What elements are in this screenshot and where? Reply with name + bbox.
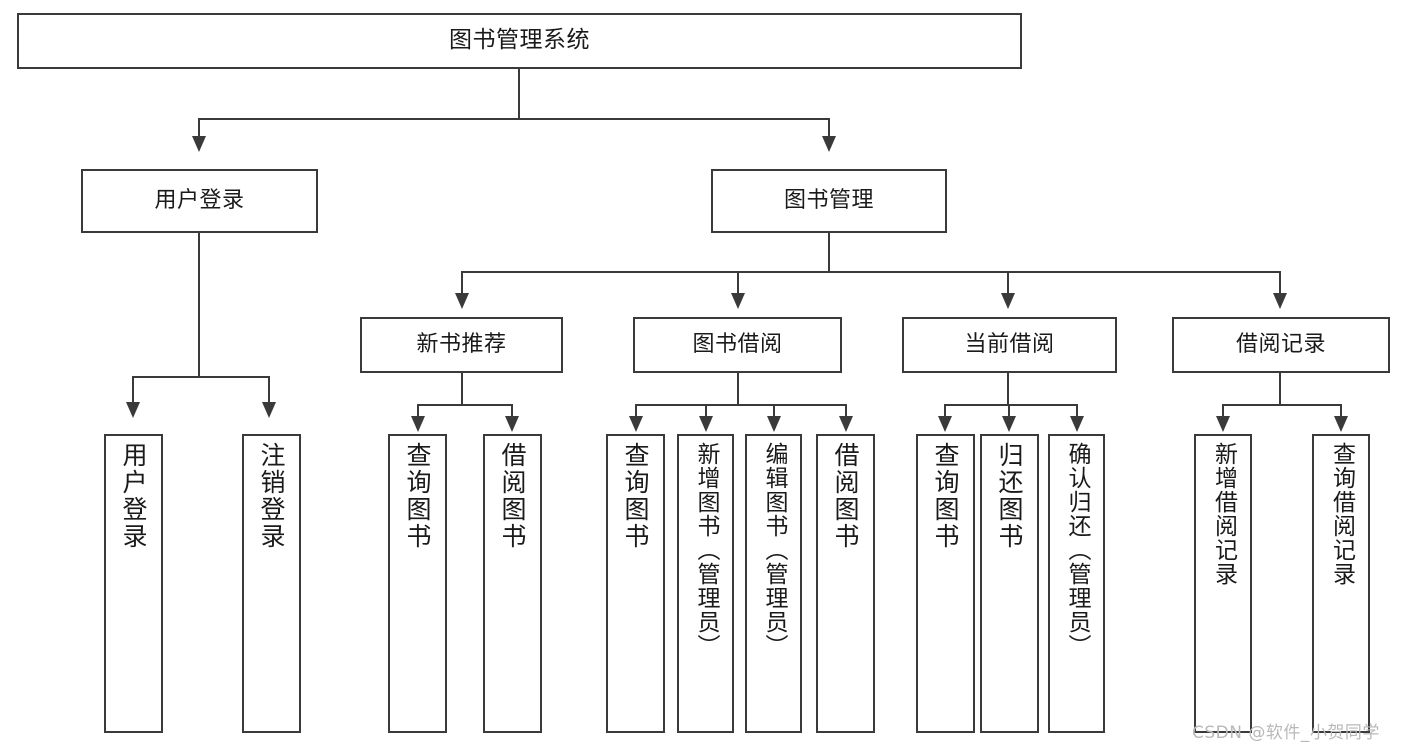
- arrowhead-leaf-return-book: [1002, 416, 1016, 432]
- connector-book-manage-bus: [461, 271, 1279, 273]
- arrowhead-borrow-record: [1273, 293, 1287, 309]
- connector-book-manage-stem: [828, 233, 830, 273]
- connector-current-borrow-bus: [944, 404, 1078, 406]
- connector-root-to-user-login: [198, 118, 200, 138]
- connector-borrow-record-bus: [1222, 404, 1341, 406]
- arrowhead-current-borrow: [1001, 293, 1015, 309]
- arrowhead-leaf-confirm-return: [1070, 416, 1084, 432]
- node-label: 查询图书: [621, 442, 650, 550]
- node-leaf-query-book-3[interactable]: 查询图书: [916, 434, 975, 733]
- connector-to-borrow-record: [1279, 271, 1281, 295]
- arrowhead-book-manage: [822, 136, 836, 152]
- node-new-book-rec[interactable]: 新书推荐: [360, 317, 563, 373]
- connector-book-borrow-bus: [635, 404, 847, 406]
- node-leaf-return-book[interactable]: 归还图书: [980, 434, 1039, 733]
- connector-user-login-stem: [198, 233, 200, 378]
- connector-book-borrow-stem: [737, 373, 739, 406]
- node-leaf-add-book[interactable]: 新增图书（管理员）: [677, 434, 734, 733]
- node-label: 新增图书（管理员）: [693, 442, 719, 658]
- node-leaf-add-record[interactable]: 新增借阅记录: [1194, 434, 1252, 733]
- connector-to-leaf-query-book-2: [635, 404, 637, 418]
- node-label: 图书借阅: [692, 332, 783, 358]
- arrowhead-leaf-add-book: [699, 416, 713, 432]
- node-label: 借阅图书: [498, 442, 527, 550]
- arrowhead-leaf-query-book-3: [938, 416, 952, 432]
- node-leaf-borrow-book-1[interactable]: 借阅图书: [483, 434, 542, 733]
- arrowhead-leaf-add-record: [1216, 416, 1230, 432]
- connector-to-leaf-add-record: [1222, 404, 1224, 418]
- arrowhead-user-login: [192, 136, 206, 152]
- node-label: 借阅记录: [1235, 332, 1326, 358]
- connector-new-book-rec-stem: [461, 373, 463, 406]
- node-label: 用户登录: [154, 188, 245, 214]
- arrowhead-new-book-rec: [455, 293, 469, 309]
- node-leaf-query-book-2[interactable]: 查询图书: [606, 434, 665, 733]
- node-book-borrow[interactable]: 图书借阅: [633, 317, 842, 373]
- arrowhead-leaf-logout: [262, 402, 276, 418]
- connector-to-leaf-logout: [268, 376, 270, 404]
- node-label: 查询借阅记录: [1328, 442, 1355, 586]
- arrowhead-leaf-borrow-book-2: [839, 416, 853, 432]
- connector-to-new-book-rec: [461, 271, 463, 295]
- arrowhead-book-borrow: [731, 293, 745, 309]
- connector-root-to-book-manage: [828, 118, 830, 138]
- connector-to-leaf-confirm-return: [1076, 404, 1078, 418]
- node-leaf-borrow-book-2[interactable]: 借阅图书: [816, 434, 875, 733]
- node-borrow-record[interactable]: 借阅记录: [1172, 317, 1390, 373]
- node-label: 归还图书: [995, 442, 1024, 550]
- connector-to-leaf-user-login: [132, 376, 134, 404]
- connector-to-leaf-add-book: [705, 404, 707, 418]
- node-user-login[interactable]: 用户登录: [81, 169, 318, 233]
- node-label: 新书推荐: [416, 332, 507, 358]
- node-label: 借阅图书: [831, 442, 860, 550]
- node-leaf-query-book-1[interactable]: 查询图书: [388, 434, 447, 733]
- connector-root-stem: [518, 69, 520, 119]
- arrowhead-leaf-borrow-book-1: [505, 416, 519, 432]
- connector-to-current-borrow: [1007, 271, 1009, 295]
- node-label: 查询图书: [403, 442, 432, 550]
- connector-current-borrow-stem: [1007, 373, 1009, 406]
- node-leaf-query-record[interactable]: 查询借阅记录: [1312, 434, 1370, 733]
- arrowhead-leaf-query-book-2: [629, 416, 643, 432]
- node-book-manage[interactable]: 图书管理: [711, 169, 947, 233]
- connector-user-login-bus: [132, 376, 268, 378]
- node-label: 确认归还（管理员）: [1064, 442, 1090, 658]
- node-leaf-user-login[interactable]: 用户登录: [104, 434, 163, 733]
- node-label: 查询图书: [931, 442, 960, 550]
- connector-to-leaf-borrow-book-2: [845, 404, 847, 418]
- node-label: 用户登录: [119, 442, 148, 550]
- connector-to-leaf-query-book-3: [944, 404, 946, 418]
- node-label: 新增借阅记录: [1210, 442, 1237, 586]
- connector-to-book-borrow: [737, 271, 739, 295]
- connector-root-bus: [198, 118, 830, 120]
- arrowhead-leaf-user-login: [126, 402, 140, 418]
- arrowhead-leaf-edit-book: [767, 416, 781, 432]
- node-leaf-edit-book[interactable]: 编辑图书（管理员）: [745, 434, 802, 733]
- node-label: 注销登录: [257, 442, 286, 550]
- csdn-watermark: CSDN @软件_小贺同学: [1192, 723, 1380, 743]
- node-current-borrow[interactable]: 当前借阅: [902, 317, 1117, 373]
- connector-to-leaf-query-book-1: [417, 404, 419, 418]
- connector-borrow-record-stem: [1279, 373, 1281, 406]
- connector-to-leaf-edit-book: [773, 404, 775, 418]
- connector-new-book-rec-bus: [417, 404, 513, 406]
- node-root-system[interactable]: 图书管理系统: [17, 13, 1022, 69]
- connector-to-leaf-query-record: [1340, 404, 1342, 418]
- arrowhead-leaf-query-book-1: [411, 416, 425, 432]
- node-leaf-logout[interactable]: 注销登录: [242, 434, 301, 733]
- node-label: 图书管理系统: [449, 27, 590, 54]
- connector-to-leaf-return-book: [1008, 404, 1010, 418]
- node-leaf-confirm-return[interactable]: 确认归还（管理员）: [1048, 434, 1105, 733]
- node-label: 当前借阅: [964, 332, 1055, 358]
- connector-to-leaf-borrow-book-1: [511, 404, 513, 418]
- node-label: 图书管理: [783, 188, 874, 214]
- arrowhead-leaf-query-record: [1334, 416, 1348, 432]
- node-label: 编辑图书（管理员）: [761, 442, 787, 658]
